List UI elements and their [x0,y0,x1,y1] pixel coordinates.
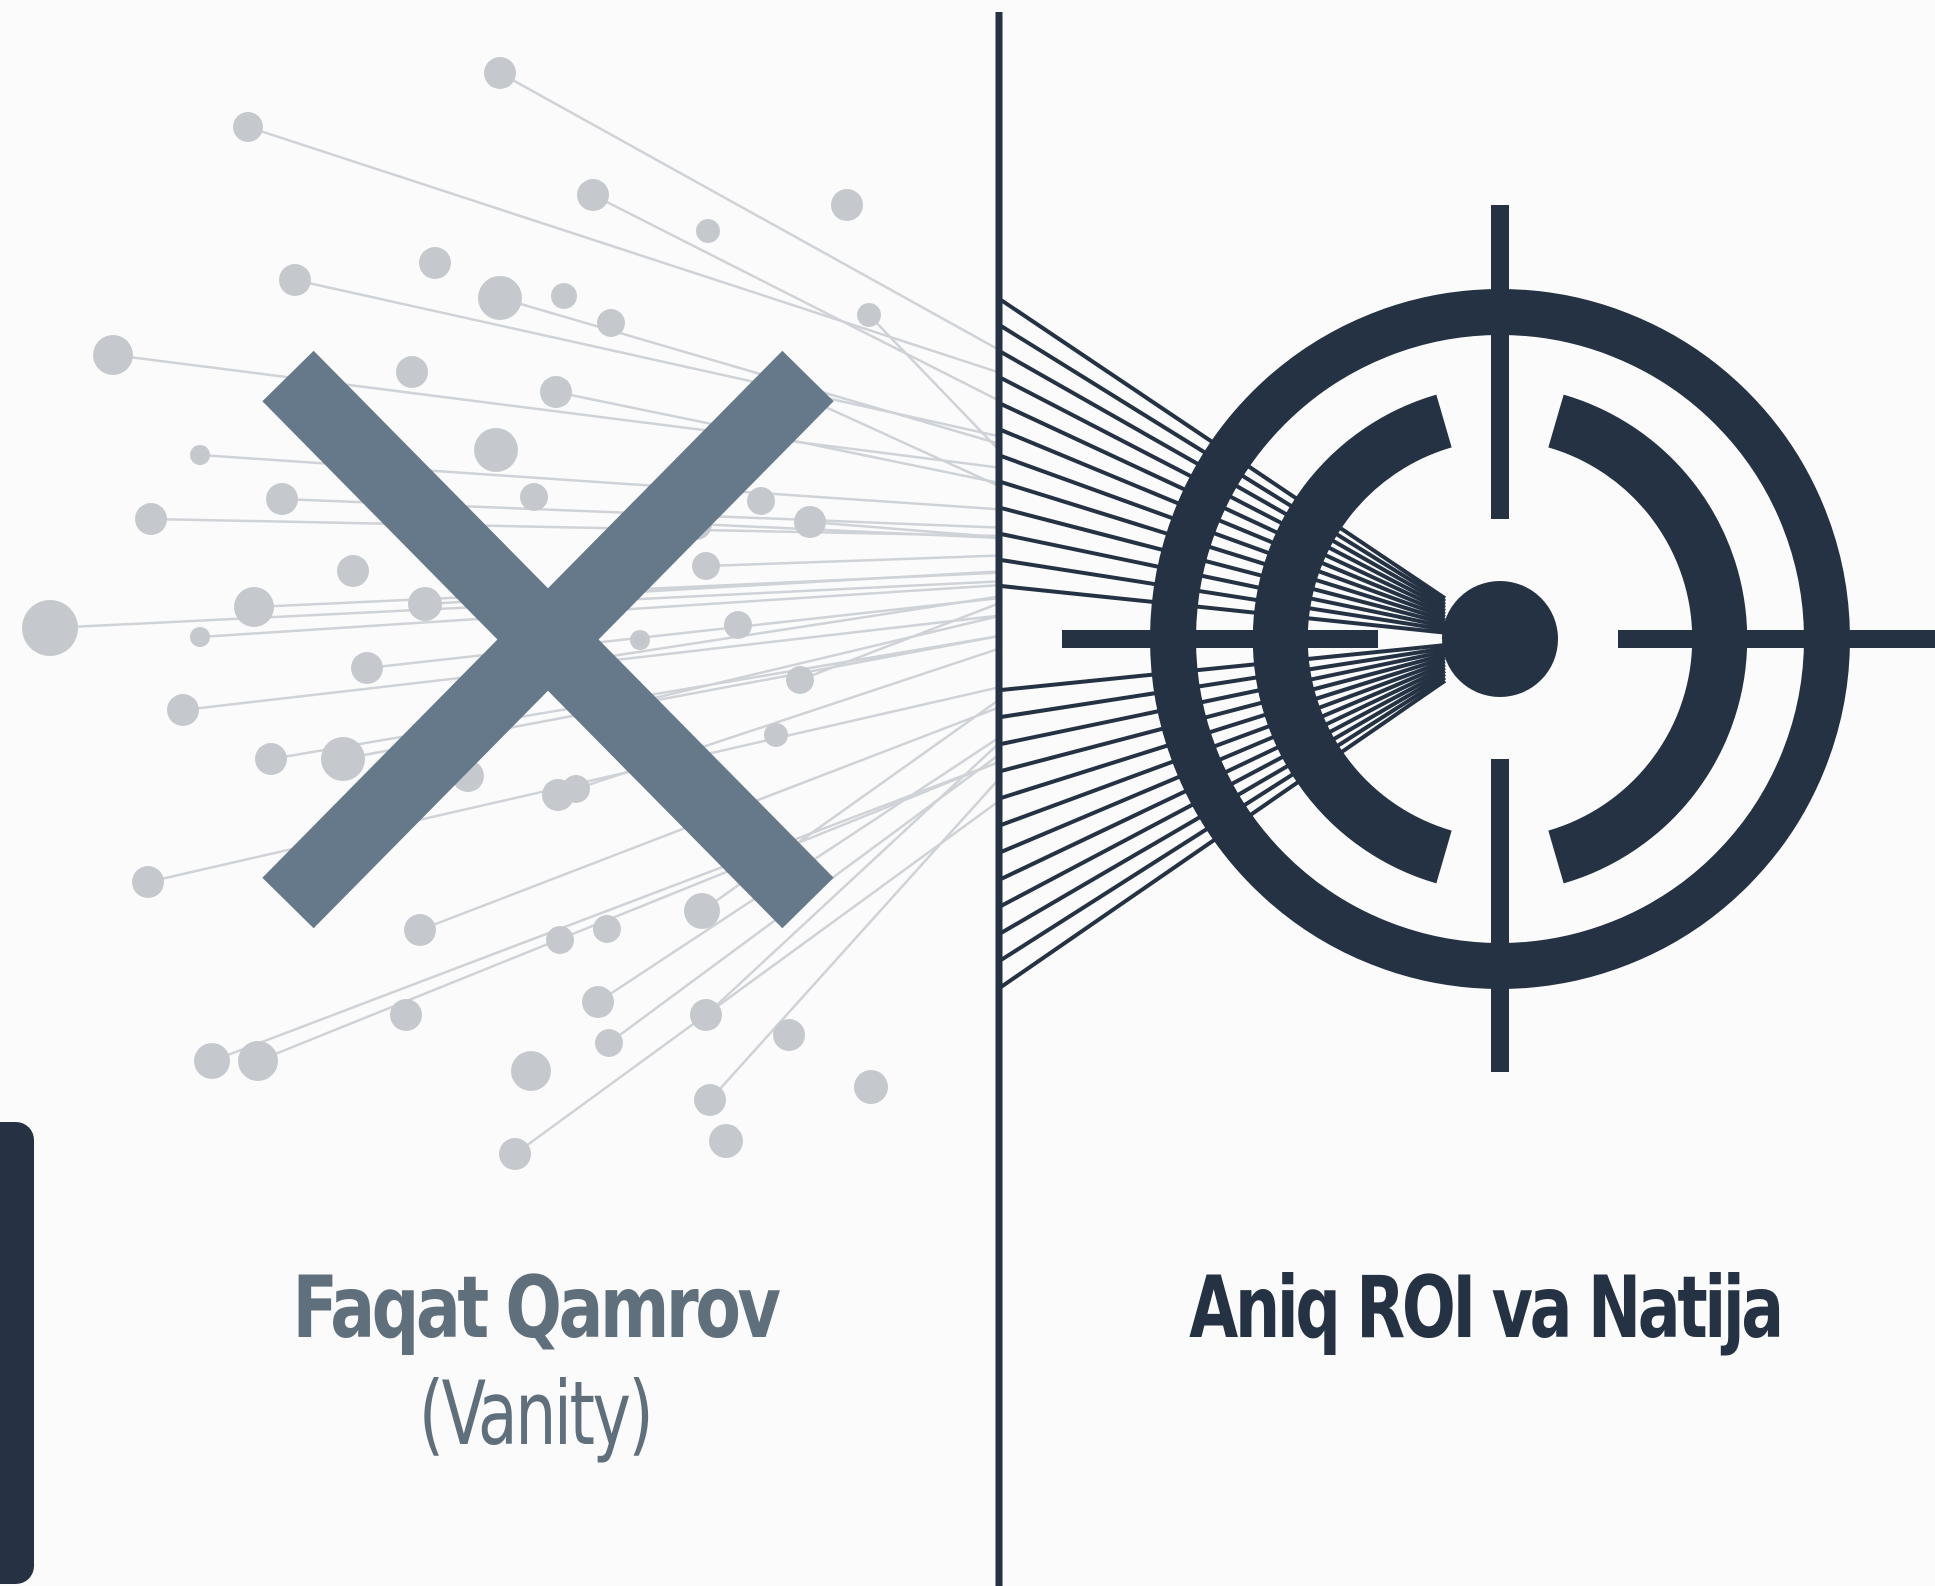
scatter-dot [255,743,287,775]
scatter-line [695,522,1001,540]
scatter-dot [694,1084,726,1116]
focused-line [1000,584,1446,635]
focused-line [1000,649,1446,746]
scatter-dot [582,986,614,1018]
focused-line [1000,480,1446,623]
scatter-line [705,554,1001,568]
scatter-dot [773,1019,805,1051]
scatter-line [599,614,1001,713]
scatter-line [592,193,1001,403]
scatter-line [211,760,1001,1063]
focused-line [1000,659,1446,827]
scatter-dot [511,1051,551,1091]
scatter-line [257,760,1001,1063]
scatter-dot [595,1029,623,1057]
focused-line [1000,656,1446,800]
scatter-dot [857,303,881,327]
target-bullseye [1442,581,1558,697]
scatter-dot [404,914,436,946]
scatter-line [499,71,1001,352]
focused-line [1000,662,1446,854]
focused-line [1000,506,1446,626]
scatter-line [514,799,1001,1156]
scatter-line [247,125,1001,375]
scatter-dot [709,1124,743,1158]
scatter-dot [764,723,788,747]
scatter-dot [396,356,428,388]
scatter-line [112,353,1001,469]
scatter-dot [786,666,814,694]
scatter-dot [690,999,722,1031]
scatter-dot [337,555,369,587]
scatter-dot [724,611,752,639]
scatter-dot [597,309,625,337]
crosshair-target-icon [1062,205,1935,1072]
right-title: Aniq ROI va Natija [1189,1258,1784,1358]
scatter-dot [831,189,863,221]
focused-line [1000,646,1446,719]
scatter-dot [478,276,522,320]
scatter-line [559,595,1001,666]
scatter-dot [190,627,210,647]
scatter-dot [747,487,775,515]
scatter-line [150,517,1001,538]
scatter-line [366,596,1001,670]
scatter-dot [167,694,199,726]
scatter-dot [279,264,311,296]
scatter-dot [266,483,298,515]
scatter-dot [234,587,274,627]
side-tab [0,1122,34,1584]
left-subtitle: (Vanity) [418,1362,654,1465]
scatter-dot [321,737,365,781]
scatter-dot [692,552,720,580]
scatter-dot [540,376,572,408]
focused-line [1000,428,1446,616]
scatter-dot [520,483,548,511]
scatter-dot [696,219,720,243]
scatter-dot [22,600,78,656]
scatter-dot [132,866,164,898]
scatter-dot [630,630,650,650]
scatter-dot [135,503,167,535]
scatter-dot [794,506,826,538]
scatter-dot [577,179,609,211]
scattered-dots [22,57,888,1170]
scatter-dot [484,57,516,89]
scatter-dot [194,1043,230,1079]
focused-line [1000,643,1446,692]
scatter-line [709,776,1001,1101]
focused-line [1000,454,1446,619]
scatter-dot [474,428,518,472]
scatter-dot [238,1041,278,1081]
scatter-line [868,314,1001,452]
scatter-dot [546,926,574,954]
x-mark-icon [262,350,834,929]
scatter-dot [593,915,621,943]
focused-line [1000,652,1446,773]
focused-line [1000,558,1446,632]
scatter-dot [854,1070,888,1104]
scatter-dot [684,893,720,929]
scatter-line [799,601,1001,682]
scatter-dot [93,335,133,375]
scatter-dot [551,283,577,309]
scatter-line [809,520,1001,539]
scatter-dot [408,587,442,621]
scatter-dot [542,779,574,811]
scatter-dot [351,652,383,684]
left-title: Faqat Qamrov [292,1258,781,1358]
scatter-dot [419,247,451,279]
scatter-line [809,398,1001,488]
scatter-dot [499,1138,531,1170]
scatter-dot [190,445,210,465]
focused-line [1000,532,1446,629]
scatter-dot [233,112,263,142]
scatter-line [705,741,1001,1016]
scatter-dot [390,999,422,1031]
scatter-line [499,296,1001,446]
